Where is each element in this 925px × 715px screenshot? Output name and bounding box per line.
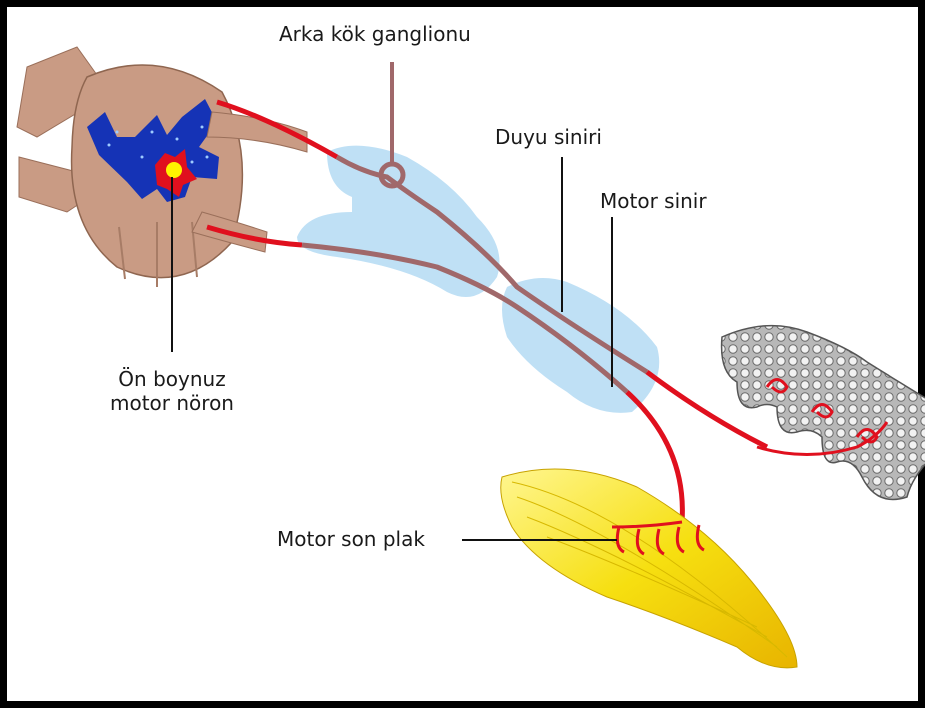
label-anterior-horn-line2: motor nöron [87, 391, 257, 415]
label-motor-end-plate: Motor son plak [277, 527, 425, 551]
neuron-nucleus [166, 162, 182, 178]
spinal-cord-cross-section [17, 47, 242, 352]
label-dorsal-root-ganglion: Arka kök ganglionu [279, 22, 471, 46]
glandular-tissue [722, 326, 925, 500]
label-sensory-nerve: Duyu siniri [495, 125, 602, 149]
label-motor-nerve: Motor sinir [600, 189, 707, 213]
nerve-diagram [7, 7, 925, 715]
label-anterior-horn: Ön boynuz motor nöron [87, 367, 257, 415]
label-anterior-horn-line1: Ön boynuz [87, 367, 257, 391]
skeletal-muscle [462, 469, 797, 668]
